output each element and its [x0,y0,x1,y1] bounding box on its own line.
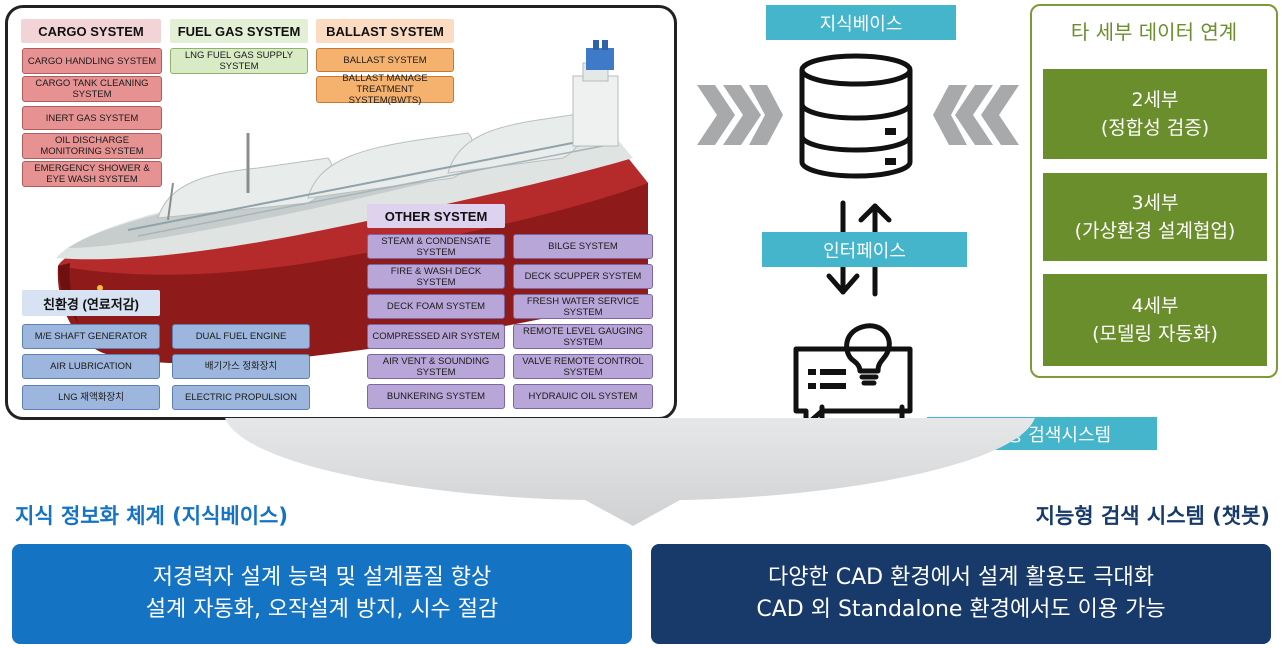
linkage-item-3-title: 3세부 [1131,192,1179,214]
knowledge-benefit-2: 설계 자동화, 오작설계 방지, 시수 절감 [145,597,499,622]
eco-fuel-reduction-header: 친환경 (연료저감) [22,290,160,316]
data-linkage-title: 타 세부 데이터 연계 [1070,20,1238,44]
hydraulic-oil-box: HYDRAUIC OIL SYSTEM [513,384,653,409]
fire-wash-deck-box: FIRE & WASH DECK SYSTEM [367,264,505,289]
cargo-system-header: CARGO SYSTEM [21,19,161,43]
cargo-handling-system-box: CARGO HANDLING SYSTEM [22,48,162,74]
valve-remote-control-box: VALVE REMOTE CONTROL SYSTEM [513,354,653,379]
linkage-item-2-sub: (정합성 검증) [1100,117,1210,139]
search-system-title: 지능형 검색 시스템 (챗봇) [1035,504,1270,528]
lng-reliquefaction-box: LNG 재액화장치 [22,385,160,410]
linkage-item-3: 3세부 (가상환경 설계협업) [1043,173,1267,261]
search-benefit-2: CAD 외 Standalone 환경에서도 이용 가능 [756,597,1166,622]
linkage-item-4: 4세부 (모델링 자동화) [1043,274,1267,366]
lng-fuel-gas-supply-box: LNG FUEL GAS SUPPLY SYSTEM [170,48,308,74]
linkage-item-3-sub: (가상환경 설계협업) [1074,220,1236,242]
fresh-water-service-box: FRESH WATER SERVICE SYSTEM [513,294,653,319]
ship-systems-panel: CARGO SYSTEM CARGO HANDLING SYSTEM CARGO… [5,5,677,420]
ballast-system-header: BALLAST SYSTEM [316,19,454,43]
bunkering-box: BUNKERING SYSTEM [367,384,505,409]
remote-level-gauging-box: REMOTE LEVEL GAUGING SYSTEM [513,324,653,349]
deck-foam-box: DECK FOAM SYSTEM [367,294,505,319]
linkage-item-2: 2세부 (정합성 검증) [1043,69,1267,159]
merge-arrow-shape [225,418,1035,526]
air-vent-sounding-box: AIR VENT & SOUNDING SYSTEM [367,354,505,379]
emergency-shower-box: EMERGENCY SHOWER & EYE WASH SYSTEM [22,161,162,187]
knowledge-system-title: 지식 정보화 체계 (지식베이스) [15,504,288,528]
search-benefits-box: 다양한 CAD 환경에서 설계 활용도 극대화 CAD 외 Standalone… [651,544,1271,644]
inert-gas-system-box: INERT GAS SYSTEM [22,106,162,130]
linkage-item-4-sub: (모델링 자동화) [1092,323,1218,345]
bilge-box: BILGE SYSTEM [513,234,653,259]
search-benefit-1: 다양한 CAD 환경에서 설계 활용도 극대화 [768,565,1154,590]
ballast-manage-treatment-box: BALLAST MANAGE TREATMENT SYSTEM(BWTS) [316,73,454,106]
deck-scupper-box: DECK SCUPPER SYSTEM [513,264,653,289]
knowledge-base-label: 지식베이스 [766,5,956,40]
me-shaft-generator-box: M/E SHAFT GENERATOR [22,324,160,349]
air-lubrication-box: AIR LUBRICATION [22,354,160,379]
knowledge-benefits-box: 저경력자 설계 능력 및 설계품질 향상 설계 자동화, 오작설계 방지, 시수… [12,544,632,644]
steam-condensate-box: STEAM & CONDENSATE SYSTEM [367,234,505,259]
cargo-tank-cleaning-system-box: CARGO TANK CLEANING SYSTEM [22,76,162,102]
linkage-item-2-title: 2세부 [1131,89,1179,111]
compressed-air-box: COMPRESSED AIR SYSTEM [367,324,505,349]
chevrons-left-icon [933,85,1019,145]
oil-discharge-monitoring-box: OIL DISCHARGE MONITORING SYSTEM [22,133,162,159]
electric-propulsion-box: ELECTRIC PROPULSION [172,385,310,410]
other-system-header: OTHER SYSTEM [367,204,505,228]
knowledge-benefit-1: 저경력자 설계 능력 및 설계품질 향상 [152,565,492,590]
dual-fuel-engine-box: DUAL FUEL ENGINE [172,324,310,349]
data-linkage-panel: 타 세부 데이터 연계 2세부 (정합성 검증) 3세부 (가상환경 설계협업)… [1030,4,1278,378]
ballast-system-box: BALLAST SYSTEM [316,48,454,72]
fuel-gas-system-header: FUEL GAS SYSTEM [170,19,308,43]
chevrons-right-icon [697,85,783,145]
database-icon [799,53,913,179]
linkage-item-4-title: 4세부 [1131,295,1179,317]
exhaust-gas-cleaning-box: 배기가스 정화장치 [172,354,310,379]
interface-label: 인터페이스 [762,232,967,267]
